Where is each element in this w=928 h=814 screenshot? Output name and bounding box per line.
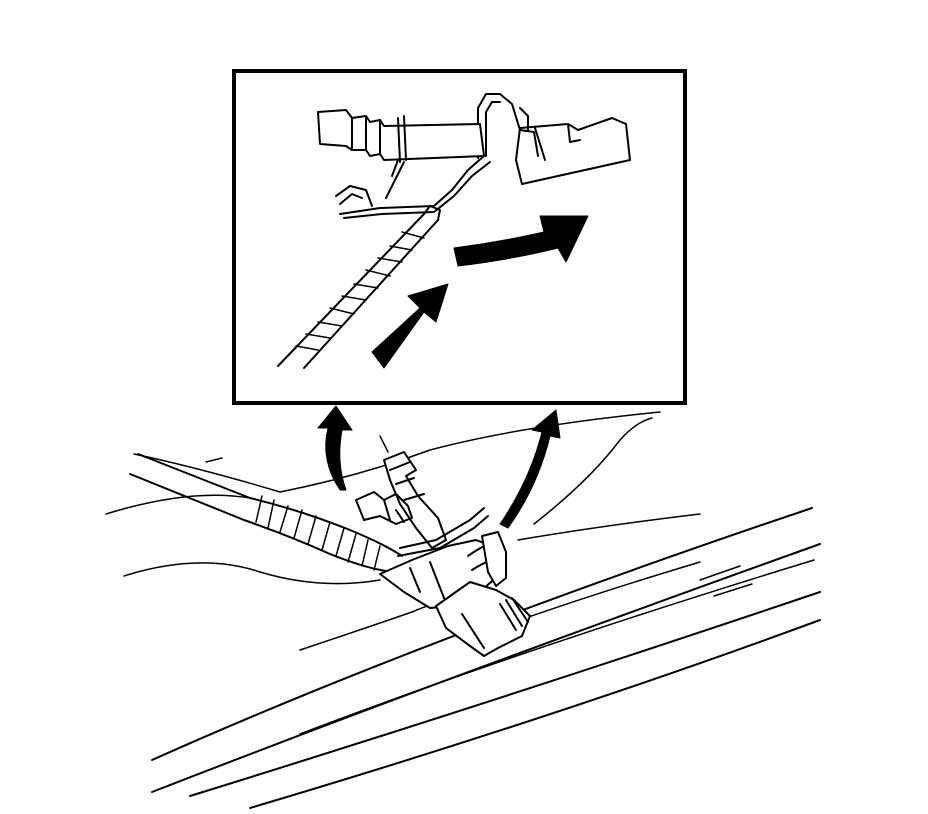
main-connector-plug <box>435 581 531 657</box>
panel-contour <box>133 411 661 493</box>
main-view <box>105 411 821 809</box>
main-hose-fitting <box>383 451 447 549</box>
frame-rail <box>151 507 821 809</box>
main-wiring-harness <box>129 453 403 573</box>
main-retaining-clip <box>355 491 413 525</box>
solid-direction-arrow-up <box>371 283 449 369</box>
inset-retaining-clip <box>477 93 539 159</box>
curved-up-arrow-left <box>317 405 353 491</box>
inset-wiring-harness <box>277 205 441 369</box>
solid-direction-arrow-curved <box>453 215 589 267</box>
inset-wire-lever <box>335 155 491 219</box>
inset-connector-body <box>515 117 631 185</box>
main-wire-lever <box>397 507 489 557</box>
detail-inset <box>232 69 687 405</box>
